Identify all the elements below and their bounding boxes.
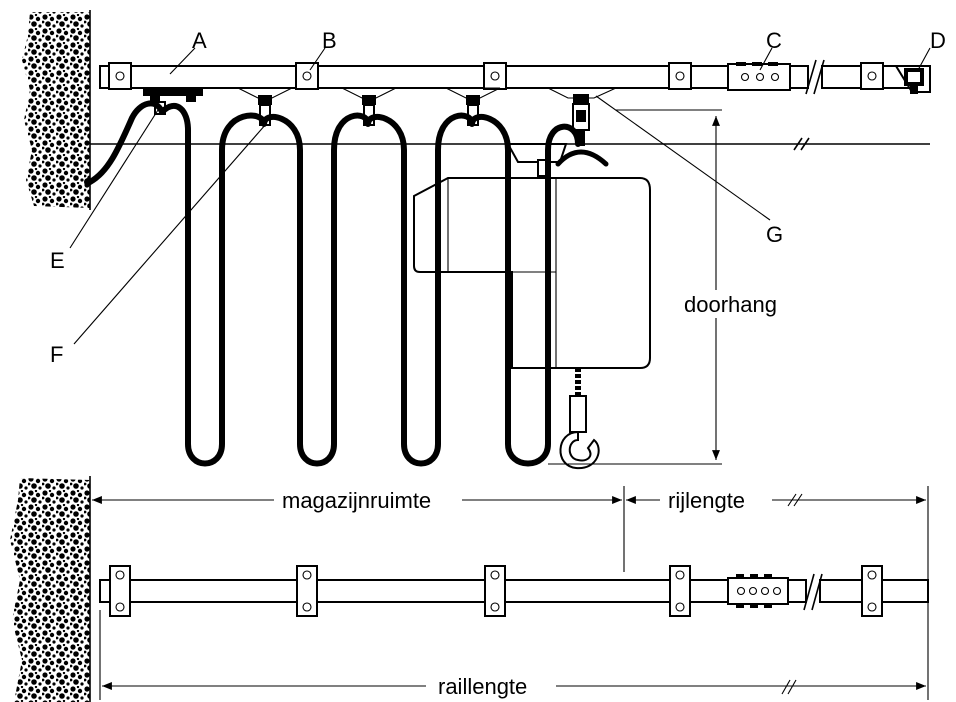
sag-dimension	[548, 109, 722, 465]
towing-trolley	[547, 87, 617, 146]
rail-bracket	[668, 62, 692, 90]
dimension-storage-space: magazijnruimte	[92, 488, 622, 513]
label-d: D	[930, 28, 946, 53]
label-e: E	[50, 248, 65, 273]
label-travel-length: rijlengte	[668, 488, 745, 513]
label-rail-length: raillengte	[438, 674, 527, 699]
wall-top	[22, 10, 91, 210]
rail-bracket	[108, 62, 132, 90]
rail-bracket	[860, 62, 884, 90]
rail-brackets-bottom	[109, 565, 883, 617]
end-stop	[894, 65, 931, 94]
rail-bracket	[861, 565, 883, 617]
chain-hoist	[413, 143, 651, 470]
rail-connector-bottom	[727, 574, 789, 608]
support-rail-top	[99, 59, 931, 95]
dimension-rail-length: raillengte	[99, 610, 926, 700]
label-a: A	[192, 28, 207, 53]
wall-bottom	[10, 476, 91, 702]
rail-bracket	[669, 565, 691, 617]
rail-connector-top	[727, 62, 791, 91]
rail-bracket	[109, 565, 131, 617]
rail-bracket	[483, 62, 507, 90]
leader-lines	[69, 47, 931, 345]
rail-bracket	[295, 62, 319, 90]
label-g: G	[766, 222, 783, 247]
rail-brackets-top	[108, 62, 884, 90]
rail-bracket	[296, 565, 318, 617]
label-f: F	[50, 342, 63, 367]
label-b: B	[322, 28, 337, 53]
label-storage-space: magazijnruimte	[282, 488, 431, 513]
label-sag: doorhang	[684, 292, 777, 317]
part-labels: A B C D E F G doorhang	[50, 28, 946, 367]
support-rail-bottom	[99, 573, 929, 611]
rail-bracket	[484, 565, 506, 617]
dimension-travel-length: rijlengte	[626, 488, 926, 513]
festoon-cable	[84, 100, 581, 467]
label-c: C	[766, 28, 782, 53]
